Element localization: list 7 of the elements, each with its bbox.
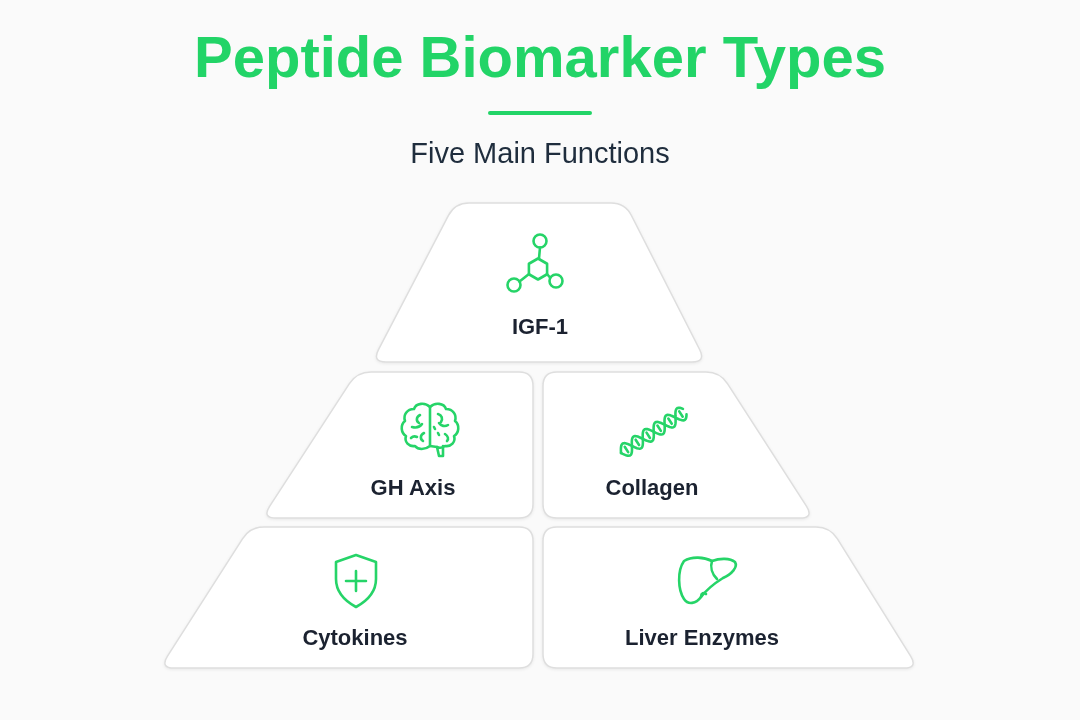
tier-label: GH Axis <box>370 474 456 502</box>
tier-label: Cytokines <box>302 624 408 652</box>
tier-label: Collagen <box>605 474 699 502</box>
tier-label: IGF-1 <box>511 313 569 341</box>
tier-label: Liver Enzymes <box>624 624 780 652</box>
subtitle: Five Main Functions <box>410 136 670 171</box>
title: Peptide Biomarker Types <box>194 24 886 91</box>
